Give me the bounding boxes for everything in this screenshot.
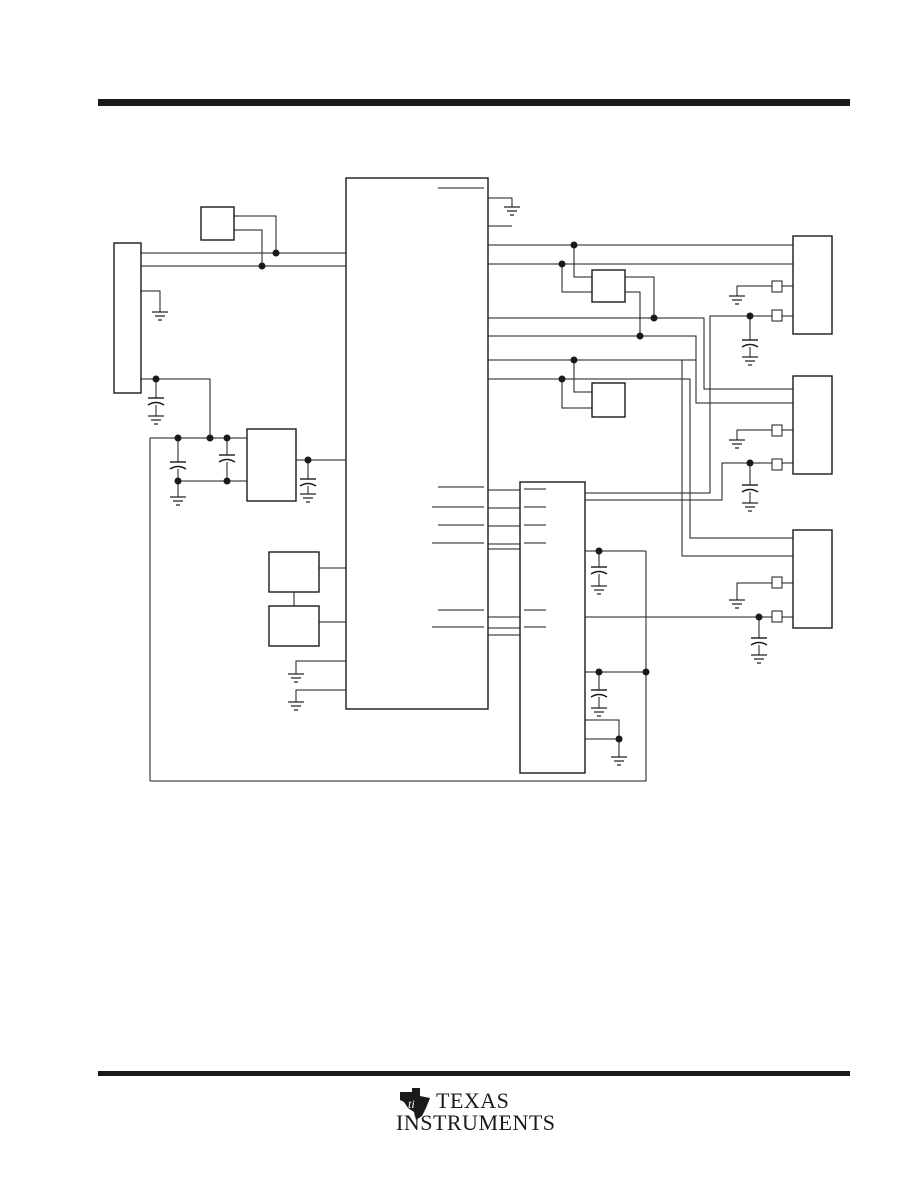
filter-block-2 [591, 382, 626, 418]
svg-text:ti: ti [408, 1097, 415, 1111]
ti-logo-line2: INSTRUMENTS [396, 1110, 556, 1135]
memory-block-1 [268, 551, 320, 593]
memory-block-2 [268, 605, 320, 647]
capacitor-symbol-icon [147, 339, 768, 698]
junction-dot-icon [152, 241, 763, 743]
port-connector-2 [792, 375, 833, 475]
regulator-block [246, 428, 297, 502]
filter-block-1 [591, 269, 626, 303]
footer-rule [98, 1071, 850, 1076]
port-connector-3 [792, 529, 833, 629]
ti-logo: ti TEXAS INSTRUMENTS [396, 1086, 556, 1138]
port-connector-1 [792, 235, 833, 335]
ground-symbol-icon [147, 206, 768, 766]
ti-logo-line1: TEXAS [436, 1088, 510, 1113]
oscillator-block [200, 206, 235, 241]
main-controller-ic [345, 177, 489, 710]
ti-logo-icon: ti [400, 1088, 430, 1120]
header-rule [98, 99, 850, 106]
left-connector [113, 242, 142, 394]
